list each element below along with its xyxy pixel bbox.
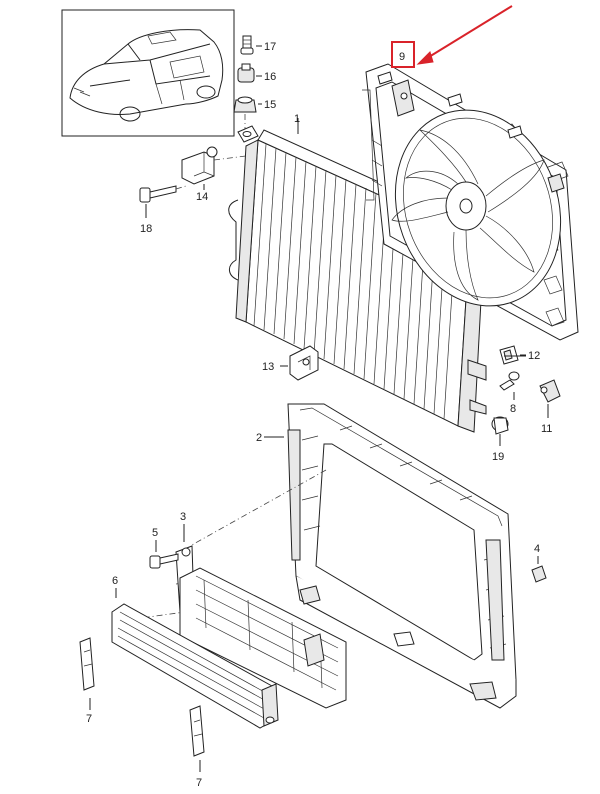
aux-cooler (111, 567, 347, 729)
label-7b: 7 (196, 777, 202, 789)
highlight-callout (391, 5, 513, 68)
label-6: 6 (112, 575, 118, 587)
label-9: 9 (399, 51, 405, 63)
part-16-bushing (237, 63, 262, 83)
part-7a-bracket (79, 637, 95, 710)
label-3: 3 (180, 511, 186, 523)
label-18: 18 (140, 223, 152, 235)
label-16: 16 (264, 71, 276, 83)
radiator-carrier (287, 403, 517, 709)
label-11: 11 (541, 423, 552, 435)
part-15-mount (233, 96, 262, 113)
part-14-bracket (181, 146, 218, 190)
label-5: 5 (152, 527, 158, 539)
part-13-bracket (280, 345, 319, 381)
label-8: 8 (510, 403, 516, 415)
part-18-bolt (139, 185, 177, 218)
label-4: 4 (534, 543, 540, 555)
callout-labels: 1 2 3 4 5 6 7 7 8 9 11 12 13 14 15 16 17… (86, 41, 552, 789)
label-7a: 7 (86, 713, 92, 725)
part-4-clip (531, 556, 547, 583)
part-5-bolt (149, 540, 179, 569)
part-17-bolt (240, 35, 262, 55)
part-19-bolt (491, 416, 509, 446)
radiator-fins (253, 143, 457, 420)
fan-shroud (362, 63, 579, 341)
label-12: 12 (528, 350, 540, 362)
label-19: 19 (492, 451, 504, 463)
part-8-bolt (499, 371, 520, 400)
fan-blades (391, 129, 545, 301)
part-12-clip (499, 345, 526, 365)
label-2: 2 (256, 432, 262, 444)
vehicle-inset (61, 9, 235, 137)
part-11-sensor (539, 379, 561, 418)
part-7b-bracket (189, 705, 205, 772)
label-14: 14 (196, 191, 208, 203)
label-13: 13 (262, 361, 274, 373)
car-illustration (69, 29, 224, 122)
label-1: 1 (294, 113, 300, 125)
label-17: 17 (264, 41, 276, 53)
label-15: 15 (264, 99, 276, 111)
